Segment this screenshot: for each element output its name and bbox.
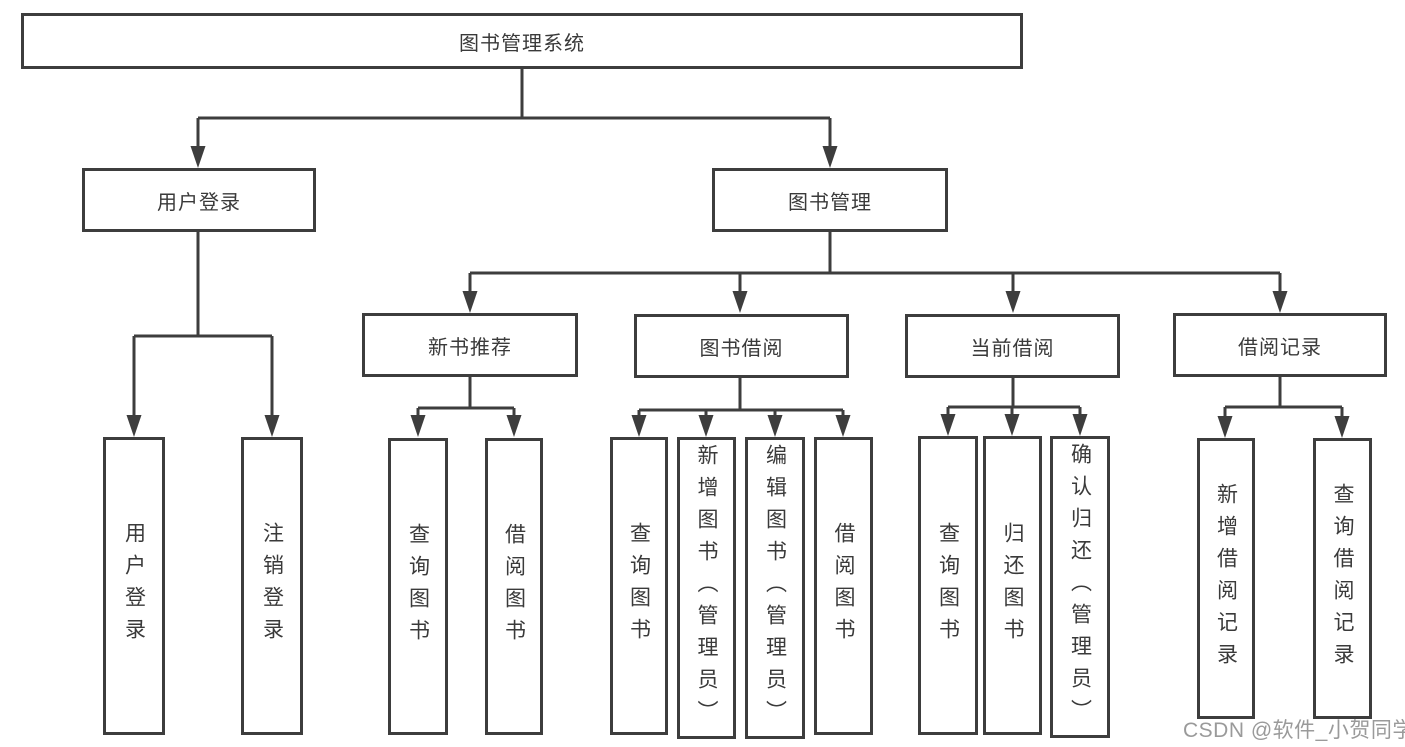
node-user-login: 用户登录 (82, 168, 316, 232)
leaf-label: 编辑图书（管理员） (763, 444, 787, 732)
leaf-label: 新增图书（管理员） (695, 444, 718, 732)
leaf-label: 注销登录 (260, 522, 284, 650)
leaf-edit-books-admin: 编辑图书（管理员） (745, 437, 805, 739)
node-book-borrowing: 图书借阅 (634, 314, 849, 378)
leaf-user-login: 用户登录 (103, 437, 165, 735)
leaf-confirm-return-admin: 确认归还（管理员） (1050, 436, 1110, 738)
node-label: 图书管理系统 (459, 32, 585, 55)
node-current-borrowing: 当前借阅 (905, 314, 1120, 378)
node-label: 借阅记录 (1238, 336, 1322, 359)
leaf-label: 查询借阅记录 (1331, 482, 1354, 675)
leaf-return-books: 归还图书 (983, 436, 1042, 735)
node-label: 用户登录 (157, 191, 241, 214)
arrowheads (126, 146, 1350, 438)
leaf-query-books-current: 查询图书 (918, 436, 978, 735)
leaf-borrow-books-recommend: 借阅图书 (485, 438, 543, 735)
leaf-query-books-borrow: 查询图书 (610, 437, 668, 735)
node-label: 新书推荐 (428, 336, 512, 359)
csdn-watermark: CSDN @软件_小贺同学 (1183, 719, 1405, 742)
leaf-label: 查询图书 (936, 521, 960, 650)
leaf-logout: 注销登录 (241, 437, 303, 735)
leaf-add-books-admin: 新增图书（管理员） (677, 437, 736, 739)
leaf-label: 查询图书 (627, 522, 651, 650)
leaf-label: 借阅图书 (832, 522, 855, 650)
node-label: 当前借阅 (970, 337, 1055, 360)
leaf-label: 新增借阅记录 (1214, 482, 1238, 675)
node-book-management: 图书管理 (712, 168, 948, 232)
leaf-label: 用户登录 (122, 522, 146, 650)
node-label: 图书管理 (788, 191, 872, 214)
leaf-query-books-recommend: 查询图书 (388, 438, 448, 735)
node-new-book-recommendation: 新书推荐 (362, 313, 578, 377)
leaf-query-borrow-record: 查询借阅记录 (1313, 438, 1372, 719)
node-borrowing-records: 借阅记录 (1173, 313, 1387, 377)
leaf-label: 确认归还（管理员） (1068, 443, 1092, 731)
node-label: 图书借阅 (699, 337, 784, 360)
node-library-management-system: 图书管理系统 (21, 13, 1023, 69)
leaf-borrow-books: 借阅图书 (814, 437, 873, 735)
leaf-label: 借阅图书 (502, 522, 526, 651)
leaf-label: 查询图书 (406, 522, 430, 651)
leaf-label: 归还图书 (1001, 521, 1024, 650)
leaf-add-borrow-record: 新增借阅记录 (1197, 438, 1255, 719)
